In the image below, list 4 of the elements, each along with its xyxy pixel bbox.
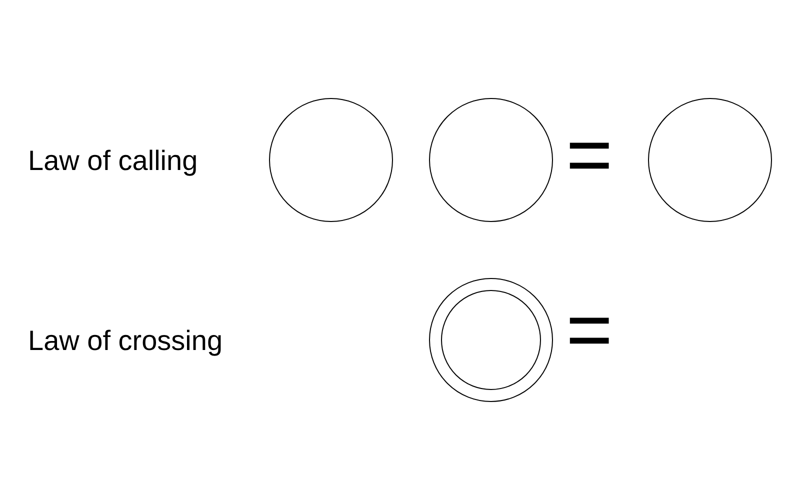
law-label: Law of crossing [28, 324, 223, 358]
law-label: Law of calling [28, 144, 198, 178]
equals-sign: = [566, 115, 613, 195]
equals-sign: = [566, 290, 613, 370]
